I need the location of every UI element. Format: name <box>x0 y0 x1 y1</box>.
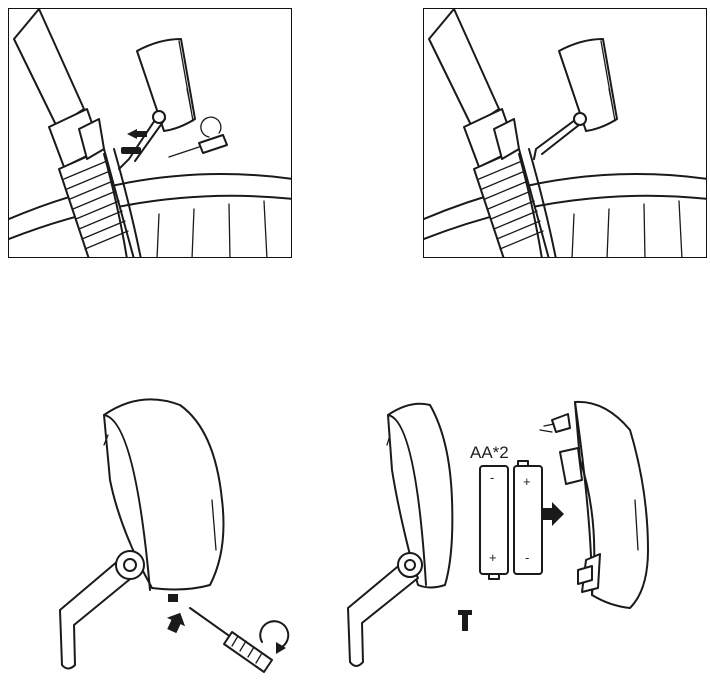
step-4-illustration: AA*2 - + + - <box>330 380 690 690</box>
screwdriver-icon <box>168 116 228 158</box>
step-3-illustration <box>40 380 340 690</box>
arrow-up-icon <box>166 612 186 634</box>
step-2-panel <box>423 8 707 258</box>
aa-battery-1: - + <box>479 465 509 580</box>
headlamp <box>103 398 225 591</box>
headlamp-front <box>539 400 649 609</box>
fork-bellows <box>473 148 550 257</box>
headlamp-rear <box>386 402 454 589</box>
screw-icon <box>168 594 178 602</box>
svg-text:+: + <box>489 550 497 565</box>
screw-icon <box>121 147 141 154</box>
step-1-panel <box>8 8 292 258</box>
svg-text:-: - <box>490 470 494 485</box>
headlamp <box>136 38 196 132</box>
step-2-illustration <box>424 9 706 257</box>
battery-count-label: AA*2 <box>470 443 509 462</box>
svg-text:-: - <box>525 550 529 565</box>
step-1-illustration <box>9 9 291 257</box>
mounting-bracket <box>59 550 145 670</box>
mounting-bracket <box>347 552 423 667</box>
headlamp <box>558 38 618 132</box>
arrow-icon <box>127 129 137 139</box>
aa-battery-2: + - <box>513 460 543 575</box>
screwdriver-icon <box>189 607 290 673</box>
screw-icon <box>458 610 472 631</box>
arrow-right-icon <box>542 502 564 526</box>
svg-text:+: + <box>523 474 531 489</box>
